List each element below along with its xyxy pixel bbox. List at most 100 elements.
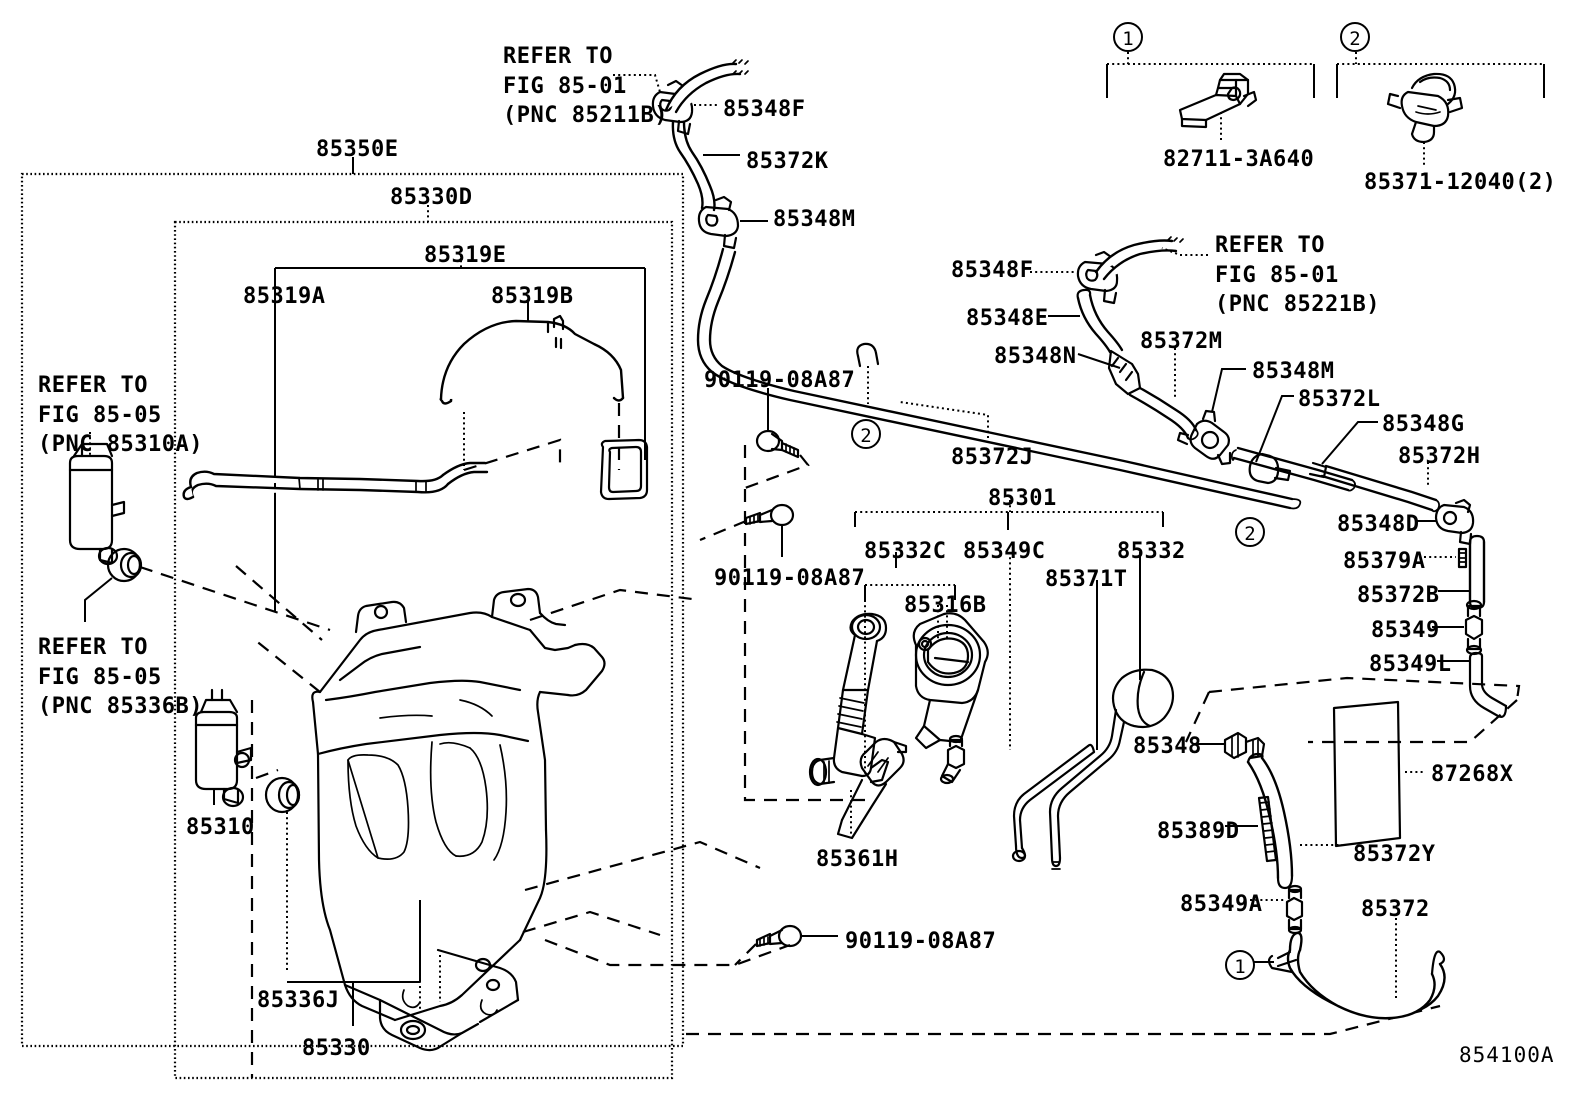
- part-85361H-bracket: [836, 737, 908, 840]
- label-refer-fig85-01-pnc85221b: REFER TO FIG 85-01 (PNC 85221B): [1215, 233, 1380, 318]
- leader-85372L: [1255, 395, 1294, 463]
- part-85319B-hose: [439, 314, 625, 405]
- part-85310A-pump: [68, 442, 126, 566]
- part-85349A-joint: [1285, 884, 1304, 935]
- figure-code: 854100A: [1459, 1043, 1555, 1067]
- part-85336B-grommet: [106, 547, 143, 583]
- label-85372L: 85372L: [1298, 387, 1381, 412]
- label-85349L: 85349L: [1369, 652, 1452, 677]
- part-85332C-filler-neck: [808, 612, 890, 787]
- part-85372-hose-loop: [1267, 931, 1446, 1020]
- assembly-dash-t5: [524, 840, 761, 892]
- part-85348G-connector: [1248, 452, 1328, 485]
- part-85348D-connector: [1434, 498, 1475, 546]
- assembly-dash-r1: [1208, 676, 1521, 701]
- label-85348G: 85348G: [1382, 412, 1465, 437]
- part-85348M-connector-top: [697, 195, 740, 250]
- callout-circle-1-top: 1: [1113, 22, 1143, 52]
- label-inset1-part-number: 82711-3A640: [1163, 147, 1315, 172]
- part-85221B-hose-ref: [1094, 236, 1184, 281]
- label-85372Y: 85372Y: [1353, 842, 1436, 867]
- label-85349: 85349: [1371, 618, 1440, 643]
- label-refer-fig85-05-pnc85310a: REFER TO FIG 85-05 (PNC 85310A): [38, 373, 203, 458]
- label-85348D: 85348D: [1337, 512, 1420, 537]
- assembly-dash-bolt3: [734, 943, 757, 966]
- part-85372B-tube: [1468, 534, 1486, 610]
- assembly-dash-r3: [1308, 699, 1518, 744]
- inset-box-1: [1106, 52, 1315, 98]
- part-85379A-clip: [1457, 547, 1468, 569]
- label-85349A: 85349A: [1180, 892, 1263, 917]
- label-85316B: 85316B: [904, 593, 987, 618]
- label-90119-08A87-2: 90119-08A87: [714, 566, 866, 591]
- part-85389D-clip: [1257, 795, 1278, 863]
- label-90119-08A87-1: 90119-08A87: [704, 368, 856, 393]
- part-82711-3A640: [1178, 72, 1258, 129]
- assembly-dash-t6: [544, 938, 791, 967]
- part-85348N-connector: [1107, 349, 1142, 396]
- label-85301: 85301: [988, 486, 1057, 511]
- bracket-85332C: [864, 584, 956, 775]
- leader-pnc-85336B: [84, 577, 113, 622]
- part-85319A-hose: [182, 461, 489, 501]
- part-85348E-connector: [1076, 288, 1124, 354]
- label-85332: 85332: [1117, 539, 1186, 564]
- label-85372K: 85372K: [746, 149, 829, 174]
- callout-circle-1-bottom: 1: [1225, 950, 1255, 980]
- label-85348F-top: 85348F: [723, 97, 806, 122]
- label-85330: 85330: [302, 1036, 371, 1061]
- label-87268X: 87268X: [1431, 762, 1514, 787]
- label-85379A: 85379A: [1343, 549, 1426, 574]
- label-85330D: 85330D: [390, 185, 473, 210]
- assembly-dash-t4: [522, 910, 661, 937]
- assembly-line-85310: [255, 768, 279, 780]
- part-90119-bolt-1: [755, 429, 800, 459]
- part-filler-pocket: [599, 438, 649, 501]
- part-90119-bolt-3: [755, 924, 803, 948]
- label-85348-bottom: 85348: [1133, 734, 1202, 759]
- part-85332-nozzle: [1048, 668, 1175, 870]
- part-85371-12040: [1386, 72, 1464, 144]
- part-85372J-hose: [696, 247, 1302, 510]
- assembly-dash-t2: [254, 639, 321, 693]
- label-85319B: 85319B: [491, 284, 574, 309]
- part-85348-connector-bottom: [1223, 731, 1266, 760]
- leader-pnc-85211B: [613, 74, 661, 93]
- part-90119-bolt-2: [744, 503, 795, 527]
- part-85349-joint: [1464, 599, 1484, 656]
- bracket-85301: [854, 500, 1164, 530]
- label-85348E: 85348E: [966, 306, 1049, 331]
- label-refer-fig85-05-pnc85336b: REFER TO FIG 85-05 (PNC 85336B): [38, 635, 203, 720]
- part-85330-reservoir-tank: [311, 587, 606, 1052]
- label-85372H: 85372H: [1398, 444, 1481, 469]
- label-85372J: 85372J: [951, 445, 1034, 470]
- label-refer-fig85-01-pnc85211b: REFER TO FIG 85-01 (PNC 85211B): [503, 44, 668, 129]
- leader-85348N: [1077, 353, 1121, 369]
- assembly-line-grommet: [139, 565, 331, 632]
- bracket-85319E: [274, 255, 646, 612]
- label-85348F-2: 85348F: [951, 258, 1034, 283]
- part-85348M-connector-2: [1176, 409, 1232, 466]
- part-85372M-hose: [1128, 386, 1199, 441]
- assembly-dash-b1: [463, 438, 562, 472]
- part-85372H-hose: [1320, 464, 1440, 513]
- group-box-85330D: [173, 220, 674, 1080]
- label-85372B: 85372B: [1357, 583, 1440, 608]
- assembly-dash-t3: [529, 588, 701, 622]
- label-85332C: 85332C: [864, 539, 947, 564]
- part-85372Y-hose: [1246, 752, 1294, 890]
- label-85319A: 85319A: [243, 284, 326, 309]
- part-85336J-grommet: [264, 776, 301, 814]
- assembly-dash-t1: [235, 565, 323, 641]
- leader-85348M-2: [1211, 368, 1246, 413]
- label-85310: 85310: [186, 815, 255, 840]
- assembly-dash-bottom: [686, 1004, 1441, 1036]
- label-90119-08A87-3: 90119-08A87: [845, 929, 997, 954]
- label-85361H: 85361H: [816, 847, 899, 872]
- label-85372: 85372: [1361, 897, 1430, 922]
- label-85336J: 85336J: [257, 988, 340, 1013]
- callout-circle-2-right: 2: [1235, 517, 1265, 547]
- leader-pnc-85221B: [1161, 247, 1208, 256]
- assembly-dash-bolt2: [699, 519, 747, 542]
